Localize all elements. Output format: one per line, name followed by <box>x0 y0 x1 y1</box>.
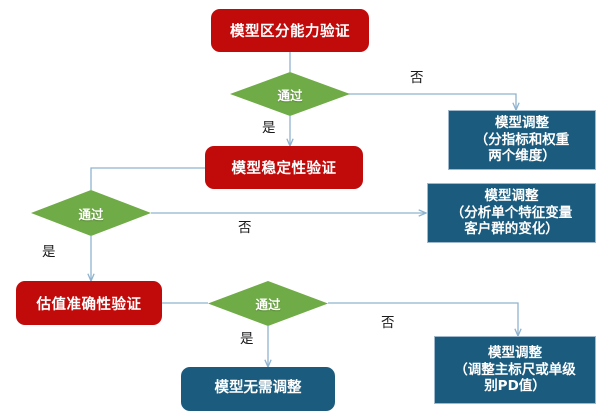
node-decision-2[interactable]: 通过 <box>31 190 151 236</box>
node-label-line-3: 客户群的变化） <box>464 221 559 238</box>
node-label: 模型区分能力验证 <box>230 24 350 40</box>
edge-label-decision2-no: 否 <box>238 220 252 236</box>
edge-label-decision3-no: 否 <box>381 315 395 331</box>
node-label-line-3: 两个维度） <box>488 148 556 165</box>
node-no-adjustment[interactable]: 模型无需调整 <box>181 367 335 411</box>
node-validate-stability[interactable]: 模型稳定性验证 <box>205 146 363 189</box>
node-label: 通过 <box>78 206 104 222</box>
node-validate-accuracy[interactable]: 估值准确性验证 <box>16 281 162 325</box>
node-label-line-1: 模型调整 <box>488 345 542 362</box>
diamond-shape <box>31 190 151 236</box>
node-adjust-1[interactable]: 模型调整 （分指标和权重 两个维度） <box>448 110 596 170</box>
node-label: 通过 <box>277 87 303 103</box>
edge-label-decision1-no: 否 <box>410 70 424 86</box>
edge-label-decision1-yes: 是 <box>262 120 276 136</box>
edge-label-decision3-yes: 是 <box>240 331 254 347</box>
node-label-line-2: （分指标和权重 <box>474 131 570 148</box>
node-label: 模型无需调整 <box>214 380 302 397</box>
node-label-line-3: 别PD值） <box>484 378 546 395</box>
edge-label-decision2-yes: 是 <box>42 244 56 260</box>
node-decision-1[interactable]: 通过 <box>230 72 350 116</box>
node-decision-3[interactable]: 通过 <box>208 281 328 326</box>
diamond-shape <box>208 281 328 326</box>
node-label-line-1: 模型调整 <box>484 188 539 205</box>
wire-decision1-no-to-adjust1 <box>330 93 516 110</box>
node-label: 模型稳定性验证 <box>231 161 337 177</box>
node-adjust-2[interactable]: 模型调整 （分析单个特征变量 客户群的变化） <box>427 183 596 243</box>
wire-decision3-no-to-adjust3 <box>328 302 518 336</box>
wire-validate2-to-decision2 <box>90 167 205 190</box>
diamond-shape <box>230 72 350 116</box>
node-label-line-1: 模型调整 <box>495 115 549 132</box>
node-validate-discrimination[interactable]: 模型区分能力验证 <box>211 9 369 52</box>
node-label: 通过 <box>255 297 281 312</box>
node-label-line-2: （调整主标尺或单级 <box>454 361 576 378</box>
node-adjust-3[interactable]: 模型调整 （调整主标尺或单级 别PD值） <box>434 336 596 404</box>
node-label: 估值准确性验证 <box>36 296 142 313</box>
node-label-line-2: （分析单个特征变量 <box>450 204 573 221</box>
